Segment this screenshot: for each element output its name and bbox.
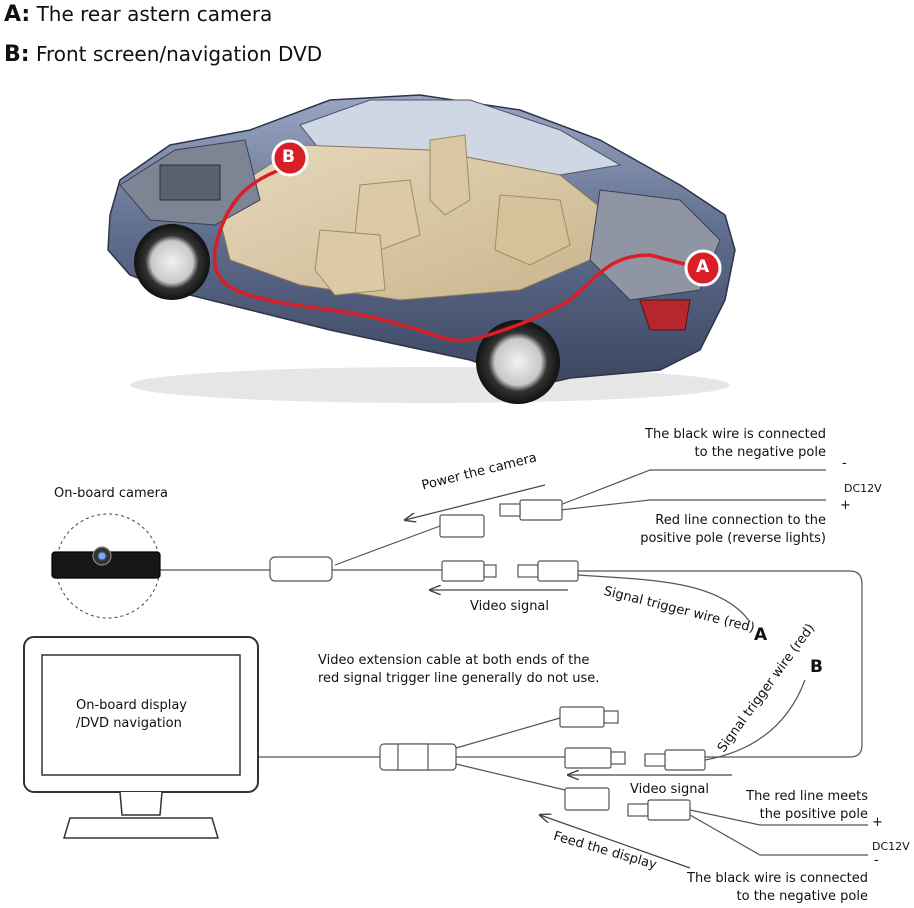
extension-note-line2: red signal trigger line generally do not… (318, 671, 600, 686)
wiring-diagram (23, 469, 868, 869)
car-illustration (107, 94, 736, 404)
red-line-top-line2: positive pole (reverse lights) (640, 531, 826, 546)
black-wire-bottom-label: The black wire is connected to the negat… (600, 870, 868, 906)
legend-a: A: The rear astern camera (4, 2, 272, 27)
red-line-top-line1: Red line connection to the (655, 513, 826, 528)
legend-b-letter: B: (4, 42, 30, 67)
display-video-plug (564, 747, 612, 769)
red-wire-top (559, 499, 826, 511)
black-wire-top (559, 469, 826, 506)
video-plug-camera (441, 560, 485, 582)
legend-b: B: Front screen/navigation DVD (4, 42, 322, 67)
marker-b (271, 139, 309, 177)
red-line-bottom-label: The red line meets the positive pole (600, 788, 868, 824)
black-wire-top-line1: The black wire is connected (645, 427, 826, 442)
trigger-wire-a (577, 574, 751, 623)
display-label: On-board display /DVD navigation (76, 697, 187, 733)
video-signal-top-label: Video signal (470, 599, 550, 614)
extension-note-line1: Video extension cable at both ends of th… (318, 653, 590, 668)
legend-a-text: The rear astern camera (36, 2, 273, 26)
end-b-label: B (810, 657, 823, 677)
onboard-camera-label: On-board camera (54, 486, 168, 501)
end-a-label: A (754, 625, 768, 645)
trigger-wire-b (704, 679, 806, 761)
marker-a (684, 249, 722, 287)
plus-bottom-label: + (872, 815, 883, 830)
black-wire-bottom-line2: to the negative pole (736, 889, 868, 904)
legend-a-letter: A: (4, 2, 31, 27)
video-extension-bottom (664, 749, 706, 771)
red-line-bottom-line2: the positive pole (759, 807, 868, 822)
minus-bottom-label: - (874, 853, 879, 868)
display-spare-connector (559, 706, 605, 728)
minus-top-label: - (842, 456, 847, 471)
red-line-top-label: Red line connection to the positive pole… (560, 512, 826, 548)
red-wire-route (212, 166, 693, 343)
display-line2: /DVD navigation (76, 716, 182, 731)
marker-b-letter: B (282, 147, 295, 167)
power-arrow (405, 484, 546, 520)
black-wire-top-label: The black wire is connected to the negat… (560, 426, 826, 462)
dc12v-bottom-label: DC12V (872, 840, 910, 853)
power-plug-top (519, 499, 563, 521)
legend-b-text: Front screen/navigation DVD (35, 42, 323, 66)
extension-note-label: Video extension cable at both ends of th… (318, 652, 599, 688)
display-power-socket (564, 787, 610, 811)
black-wire-top-line2: to the negative pole (694, 445, 826, 460)
dc12v-top-label: DC12V (844, 482, 882, 495)
power-socket-top (439, 514, 485, 538)
feed-arrow (540, 815, 691, 869)
plus-top-label: + (840, 498, 851, 513)
video-signal-bottom-label: Video signal (630, 782, 710, 797)
video-extension-top (537, 560, 579, 582)
display-line1: On-board display (76, 698, 187, 713)
marker-a-letter: A (696, 257, 710, 277)
black-wire-bottom-line1: The black wire is connected (687, 871, 868, 886)
red-line-bottom-line1: The red line meets (746, 789, 868, 804)
camera-junction (269, 556, 333, 582)
